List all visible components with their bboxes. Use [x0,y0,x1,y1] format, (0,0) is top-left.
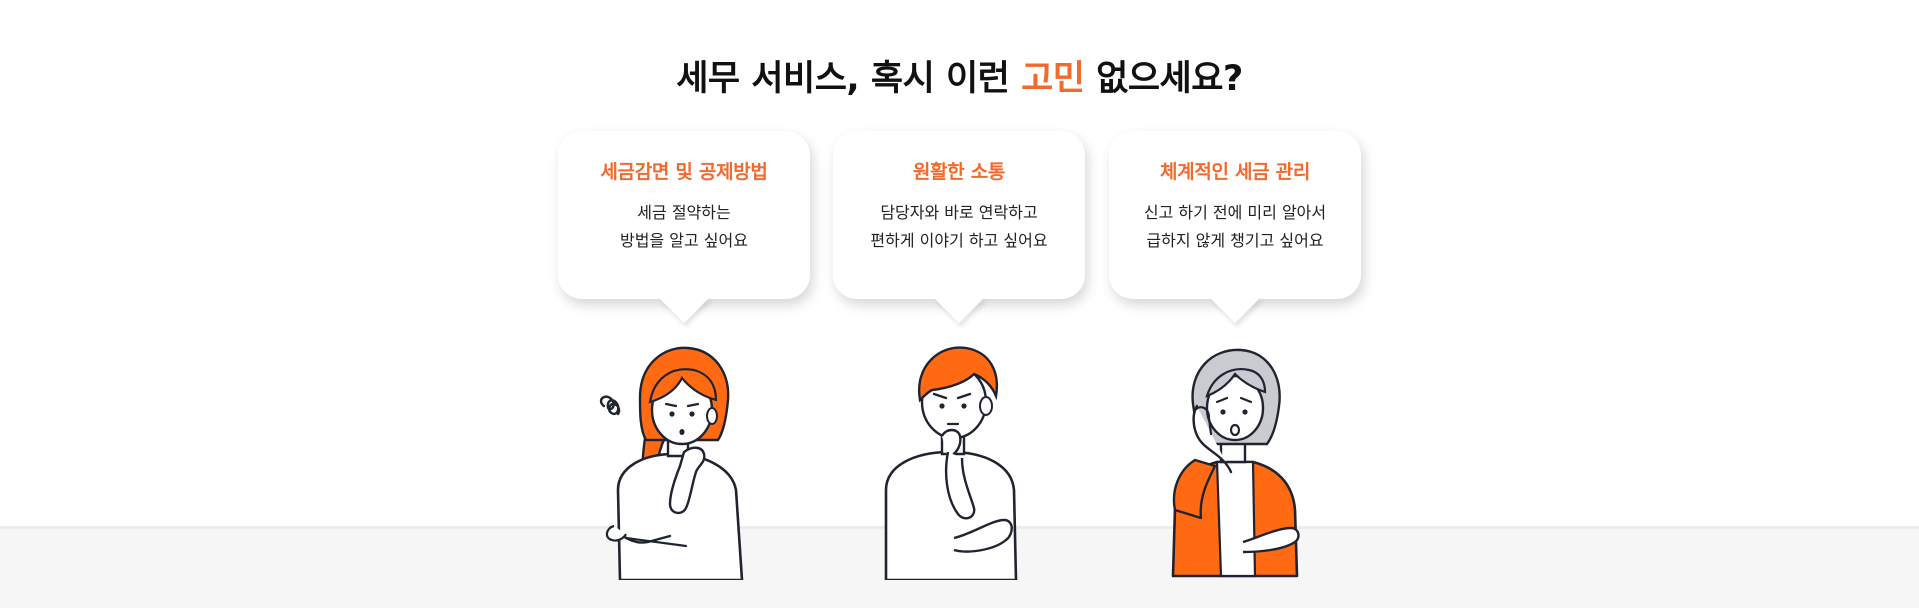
concern-title: 세금감면 및 공제방법 [600,161,768,183]
section-heading: 세무 서비스, 혹시 이런 고민 없으세요? [0,50,1919,101]
concern-title: 원활한 소통 [912,161,1006,183]
concern-text-line: 담당자와 바로 연락하고 [880,203,1038,222]
concern-card-tax-reduction: 세금감면 및 공제방법 세금 절약하는 방법을 알고 싶어요 [558,131,810,299]
woman-thinking-illustration [584,340,784,580]
heading-text-before: 세무 서비스, 혹시 이런 [676,59,1022,99]
concern-text-line: 방법을 알고 싶어요 [620,231,748,250]
concern-card-communication: 원활한 소통 담당자와 바로 연락하고 편하게 이야기 하고 싶어요 [833,131,1085,299]
heading-accent-word: 고민 [1021,59,1085,99]
concern-card-tax-management: 체계적인 세금 관리 신고 하기 전에 미리 알아서 급하지 않게 챙기고 싶어… [1109,131,1361,299]
woman-thinking-icon [599,346,744,580]
concern-text-line: 세금 절약하는 [637,203,731,222]
man-thinking-illustration [858,340,1058,580]
heading-text-after: 없으세요? [1084,59,1243,99]
concern-text-line: 신고 하기 전에 미리 알아서 [1143,203,1327,222]
concern-title: 체계적인 세금 관리 [1159,161,1311,183]
concern-text-line: 편하게 이야기 하고 싶어요 [870,231,1048,250]
older-woman-worried-icon [1171,348,1300,578]
man-thinking-icon [884,346,1018,580]
concern-text-line: 급하지 않게 챙기고 싶어요 [1146,231,1324,250]
older-woman-worried-illustration [1133,340,1333,580]
